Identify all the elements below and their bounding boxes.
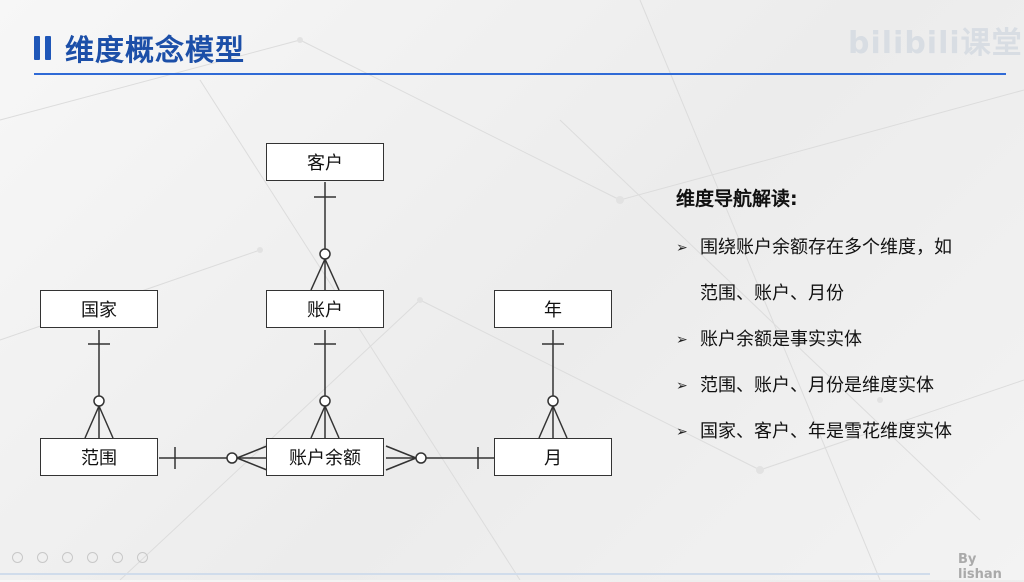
slide-title: 维度概念模型 [65, 33, 246, 67]
entity-customer: 客户 [266, 143, 384, 181]
title-underline [34, 73, 1006, 75]
menu-icon[interactable] [87, 552, 98, 563]
entity-country: 国家 [40, 290, 158, 328]
prev-icon[interactable] [12, 552, 23, 563]
slide-toolbar[interactable] [12, 552, 148, 563]
bars-icon [34, 36, 51, 60]
entity-month: 月 [494, 438, 612, 476]
arrow-right-icon: ➢ [676, 332, 688, 348]
panel-title: 维度导航解读: [676, 188, 798, 210]
slide-title-bar: 维度概念模型 [34, 28, 245, 68]
arrow-right-icon: ➢ [676, 424, 688, 440]
pen-icon[interactable] [62, 552, 73, 563]
bullet-text: 账户余额是事实实体 [700, 329, 862, 350]
entity-account-balance: 账户余额 [266, 438, 384, 476]
bullet-item: ➢ 范围、账户、月份是维度实体 [676, 363, 996, 409]
arrow-right-icon: ➢ [676, 378, 688, 394]
bottom-progress-line [0, 573, 930, 575]
arrow-right-icon: ➢ [676, 240, 688, 256]
more-icon[interactable] [137, 552, 148, 563]
logo: bilibili课堂 [848, 26, 1023, 61]
bullet-item-continued: 范围、账户、月份 [676, 271, 996, 317]
explanation-panel: 维度导航解读: ➢ 围绕账户余额存在多个维度，如 范围、账户、月份 ➢ 账户余额… [676, 184, 996, 455]
bullet-item: ➢ 国家、客户、年是雪花维度实体 [676, 409, 996, 455]
zoom-icon[interactable] [112, 552, 123, 563]
entity-scope: 范围 [40, 438, 158, 476]
bullet-text: 范围、账户、月份是维度实体 [700, 375, 934, 396]
entity-account: 账户 [266, 290, 384, 328]
author-byline: By lishan [958, 552, 1002, 582]
entity-year: 年 [494, 290, 612, 328]
bullet-text: 范围、账户、月份 [700, 283, 844, 304]
bullet-text: 围绕账户余额存在多个维度，如 [700, 237, 952, 258]
bullet-item: ➢ 围绕账户余额存在多个维度，如 [676, 225, 996, 271]
bullet-text: 国家、客户、年是雪花维度实体 [700, 421, 952, 442]
bullet-item: ➢ 账户余额是事实实体 [676, 317, 996, 363]
next-icon[interactable] [37, 552, 48, 563]
